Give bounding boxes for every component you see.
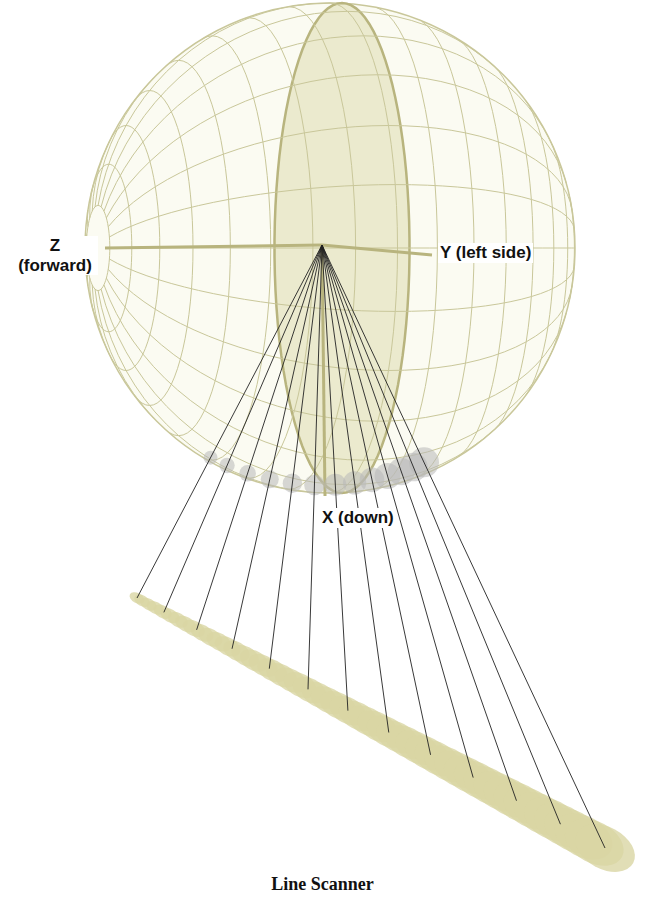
longitude-line	[98, 3, 330, 205]
scan-ray	[269, 245, 322, 669]
ground-footprints	[128, 590, 644, 882]
sphere-wireframe	[85, 3, 575, 493]
scan-ray	[197, 245, 322, 630]
longitude-line	[101, 11, 495, 207]
scan-ray	[164, 245, 322, 612]
longitude-line	[104, 285, 551, 460]
scan-rays	[137, 245, 605, 848]
scan-ray	[137, 245, 322, 598]
longitude-line	[87, 210, 89, 227]
scan-ray	[322, 245, 605, 848]
figure-caption: Line Scanner	[0, 874, 645, 895]
sphere-crossings	[204, 447, 439, 495]
axis-line	[322, 245, 432, 255]
longitude-line	[109, 259, 574, 311]
scan-ray	[322, 245, 431, 755]
axis-line	[105, 245, 322, 248]
longitude-line	[92, 285, 109, 354]
longitude-line	[106, 75, 566, 218]
axis-line	[322, 245, 325, 496]
axis-label: Y (left side)	[438, 243, 533, 263]
longitude-line	[108, 126, 572, 227]
axis-label: Z (forward)	[12, 236, 98, 275]
axis-label: X (down)	[320, 508, 396, 528]
scan-ray	[322, 245, 560, 824]
scan-ray	[308, 245, 322, 689]
longitude-line	[104, 36, 551, 211]
sphere-outline	[85, 3, 575, 493]
scan-ray	[322, 245, 348, 711]
scan-ray	[322, 245, 389, 733]
scan-ray	[232, 245, 322, 649]
longitude-line	[90, 278, 94, 313]
longitude-line	[109, 185, 574, 237]
longitude-line	[95, 289, 154, 418]
